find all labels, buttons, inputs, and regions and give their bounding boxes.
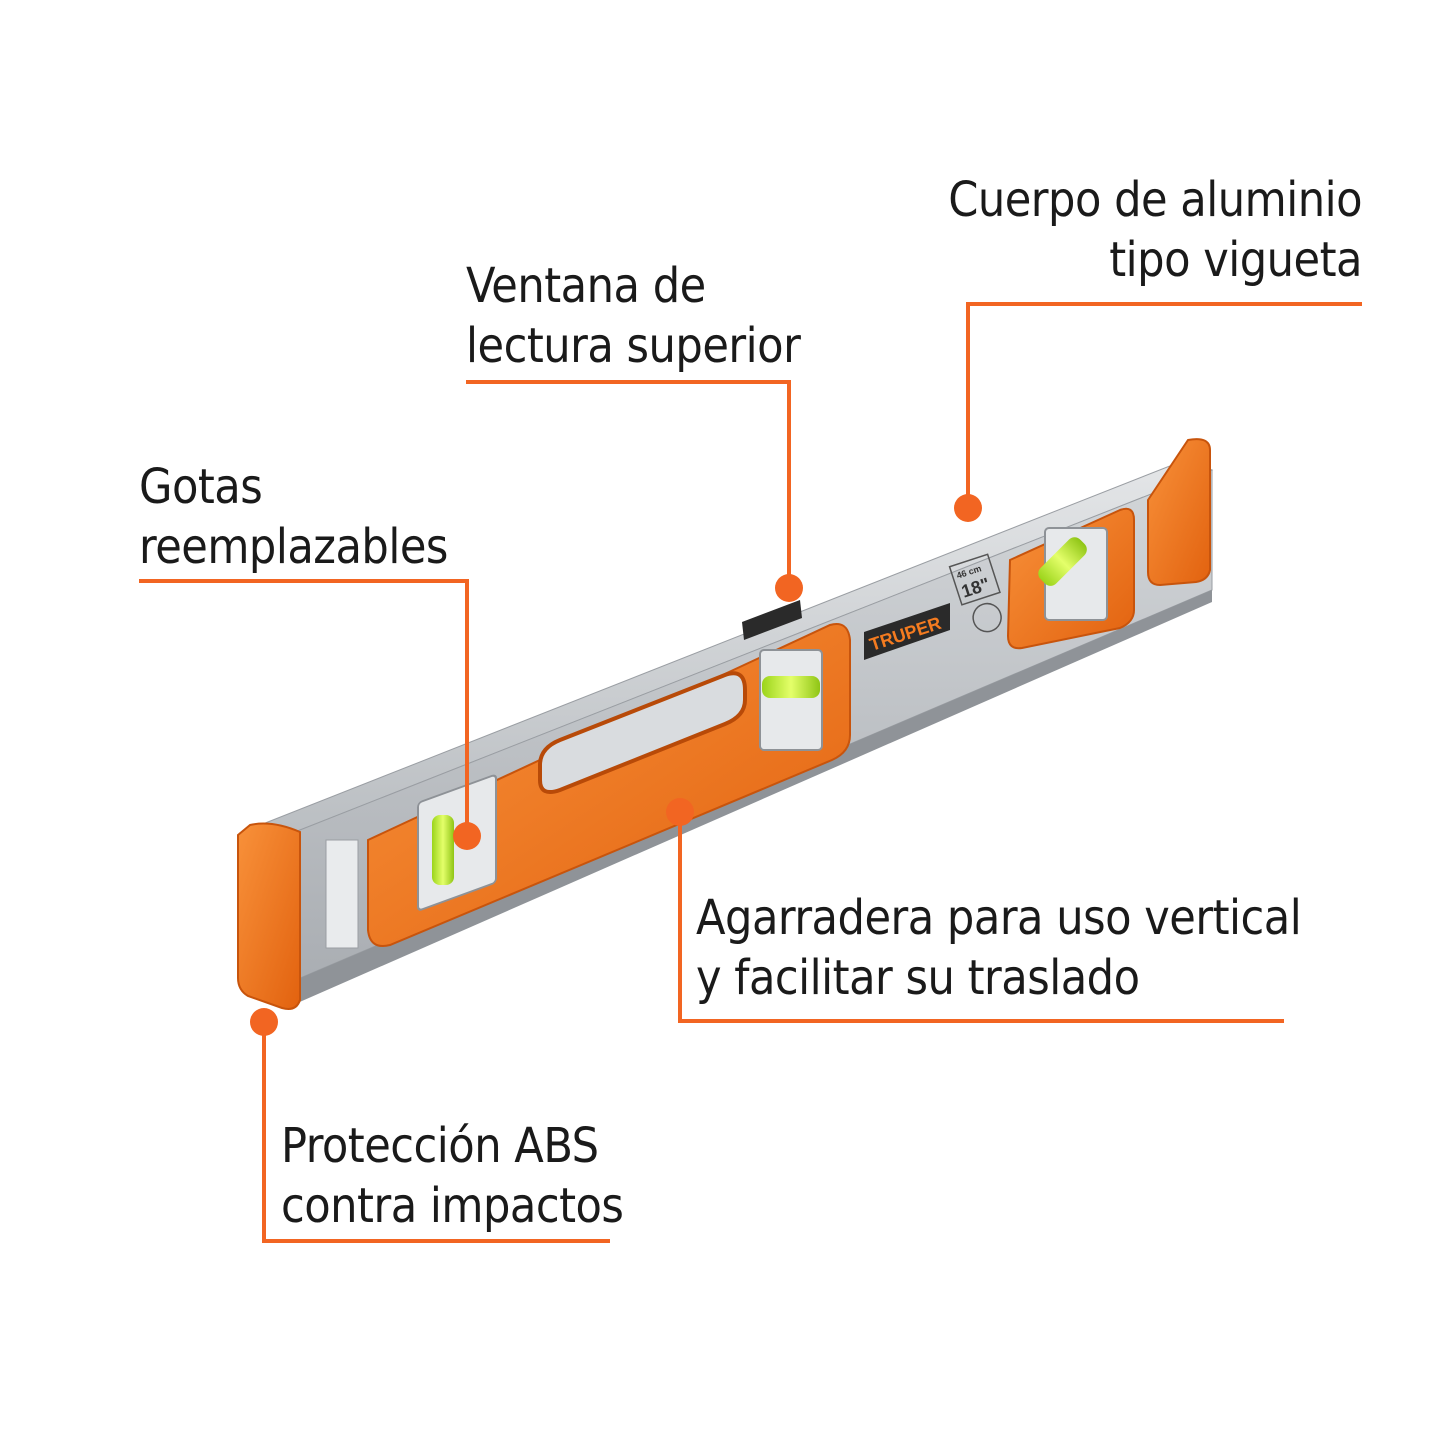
- callout-protection-line2: contra impactos: [281, 1178, 624, 1234]
- right-vial: [1038, 537, 1087, 586]
- callout-protection: Protección ABS contra impactos: [281, 1116, 624, 1236]
- left-end-slot: [325, 839, 359, 949]
- callout-vials-line1: Gotas: [139, 459, 263, 515]
- callout-vials-line2: reemplazables: [139, 519, 448, 575]
- callout-body-line1: Cuerpo de aluminio: [948, 172, 1362, 228]
- callout-handle-line2: y facilitar su traslado: [696, 950, 1140, 1006]
- callout-window: Ventana de lectura superior: [466, 256, 801, 376]
- callout-dots: [250, 494, 982, 1036]
- leader-window: [466, 380, 791, 588]
- callout-protection-line1: Protección ABS: [281, 1118, 599, 1174]
- callout-window-line2: lectura superior: [466, 318, 801, 374]
- callout-window-line1: Ventana de: [466, 258, 706, 314]
- leader-body: [966, 302, 1362, 508]
- callout-vials: Gotas reemplazables: [139, 457, 448, 577]
- center-vial: [762, 676, 820, 698]
- leader-handle: [678, 812, 1284, 1023]
- dot-handle: [666, 798, 694, 826]
- left-vial: [432, 815, 454, 885]
- callout-body-line2: tipo vigueta: [1109, 232, 1362, 288]
- callout-body: Cuerpo de aluminio tipo vigueta: [900, 170, 1362, 290]
- spirit-level: TRUPER 46 cm 18": [237, 438, 1214, 1010]
- dot-vials: [453, 822, 481, 850]
- aluminum-bottom-flange: [272, 590, 1212, 1008]
- callout-lines: [139, 302, 1362, 1243]
- callout-handle: Agarradera para uso vertical y facilitar…: [696, 888, 1302, 1008]
- brand-plate: [864, 603, 950, 660]
- center-vial-window: [759, 649, 823, 751]
- leader-protection: [262, 1022, 610, 1243]
- left-end-cap: [237, 822, 301, 1010]
- dot-window: [775, 574, 803, 602]
- right-end-cap: [1147, 438, 1211, 587]
- dot-protection: [250, 1008, 278, 1036]
- callout-handle-line1: Agarradera para uso vertical: [696, 890, 1302, 946]
- handle-hole: [538, 671, 747, 794]
- leader-vials: [139, 579, 469, 836]
- top-reading-window: [742, 600, 802, 640]
- dot-body: [954, 494, 982, 522]
